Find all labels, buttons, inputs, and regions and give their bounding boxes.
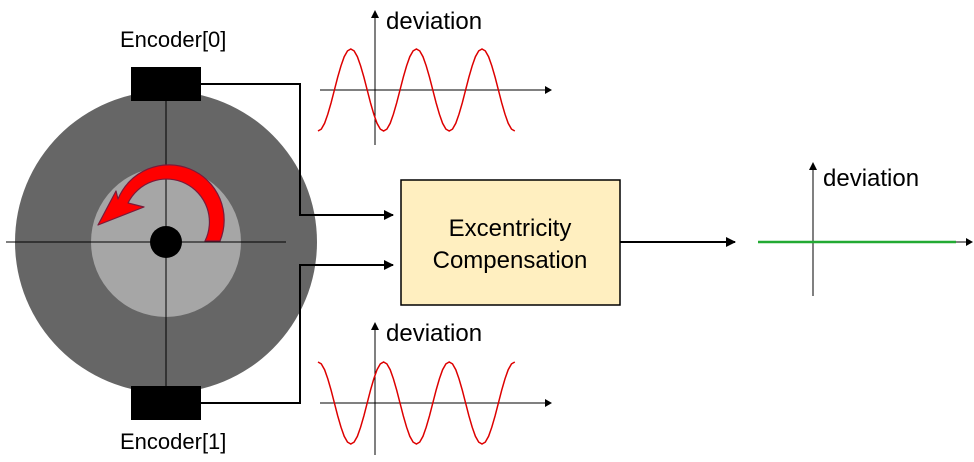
signal-line-top [201, 83, 394, 220]
wheel [6, 91, 317, 393]
plot-top-y-arrow [371, 10, 379, 18]
plot-bottom-wave [317, 361, 516, 445]
plot-bottom-axis-label: deviation [386, 320, 482, 347]
hub [150, 226, 182, 258]
signal-line-bottom [201, 260, 394, 404]
plot-top: deviation [317, 8, 552, 145]
compensation-label-line2: Compensation [433, 247, 588, 274]
encoder-bottom-body [131, 386, 201, 420]
plot-bottom: deviation [317, 320, 552, 455]
plot-output-y-arrow [809, 162, 817, 170]
plot-top-wave [317, 48, 516, 132]
plot-top-x-arrow [545, 86, 552, 94]
compensation-block: Excentricity Compensation [400, 179, 621, 306]
plot-output-x-arrow [966, 238, 973, 246]
encoder-bottom-label: Encoder[1] [120, 429, 226, 454]
encoder-top-label: Encoder[0] [120, 27, 226, 52]
plot-bottom-y-arrow [371, 322, 379, 330]
plot-top-axis-label: deviation [386, 8, 482, 35]
plot-output-axis-label: deviation [823, 165, 919, 192]
compensation-box [400, 179, 621, 306]
plot-bottom-x-arrow [545, 399, 552, 407]
plot-output: deviation [758, 162, 973, 296]
compensation-label-line1: Excentricity [449, 215, 572, 242]
rotation-arrow-icon [97, 164, 225, 242]
encoder-top-body [131, 67, 201, 101]
